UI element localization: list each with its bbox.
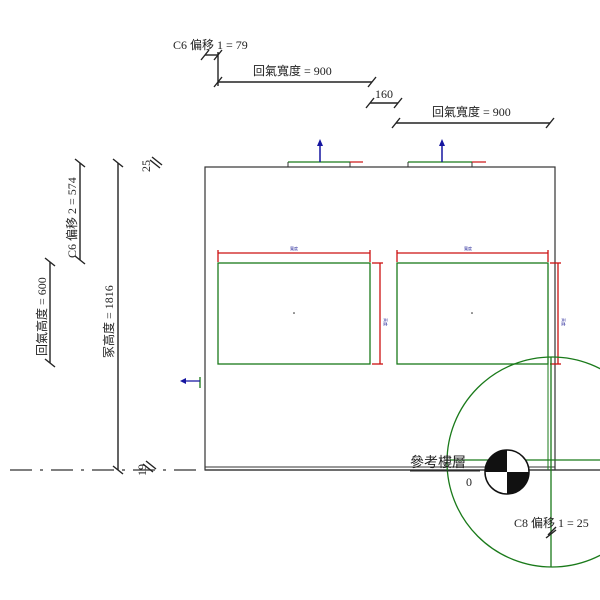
return-width-2-label[interactable]: 回氣寬度 = 900 <box>432 104 511 119</box>
bottom-offset-label[interactable]: 19 <box>135 464 149 476</box>
return-width-1-label[interactable]: 回氣寬度 = 900 <box>253 63 332 78</box>
c8-offset-1-label[interactable]: C8 偏移 1 = 25 <box>514 515 589 530</box>
reference-level-elevation[interactable]: 0 <box>466 475 472 489</box>
c6-offset-1-label[interactable]: C6 偏移 1 = 79 <box>173 37 248 52</box>
side-connector[interactable] <box>180 377 201 388</box>
grille-width-label: 寬度 <box>464 245 472 251</box>
grille-height-label: 高度 <box>383 318 389 326</box>
grille-dimensions <box>217 250 561 365</box>
level-head-icon[interactable] <box>484 449 530 495</box>
return-grille-left[interactable] <box>217 262 371 365</box>
reference-level-name[interactable]: 參考樓層 <box>410 455 466 471</box>
connector-circle[interactable] <box>446 356 600 568</box>
gap-label[interactable]: 160 <box>375 87 393 101</box>
return-grille-right[interactable] <box>396 262 549 365</box>
box-height-label[interactable]: 冢高度 = 1816 <box>101 285 116 358</box>
top-connector-right[interactable] <box>407 139 486 167</box>
top-connector-left[interactable] <box>287 139 363 167</box>
dimension-lines[interactable] <box>44 49 557 539</box>
top-offset-label[interactable]: 25 <box>139 160 153 172</box>
grille-width-label: 寬度 <box>290 245 298 251</box>
c6-offset-2-label[interactable]: C6 偏移 2 = 574 <box>64 177 79 258</box>
return-height-label[interactable]: 回氣高度 = 600 <box>34 277 49 356</box>
unit-outline[interactable] <box>204 166 556 471</box>
grille-height-label: 高度 <box>561 318 567 326</box>
